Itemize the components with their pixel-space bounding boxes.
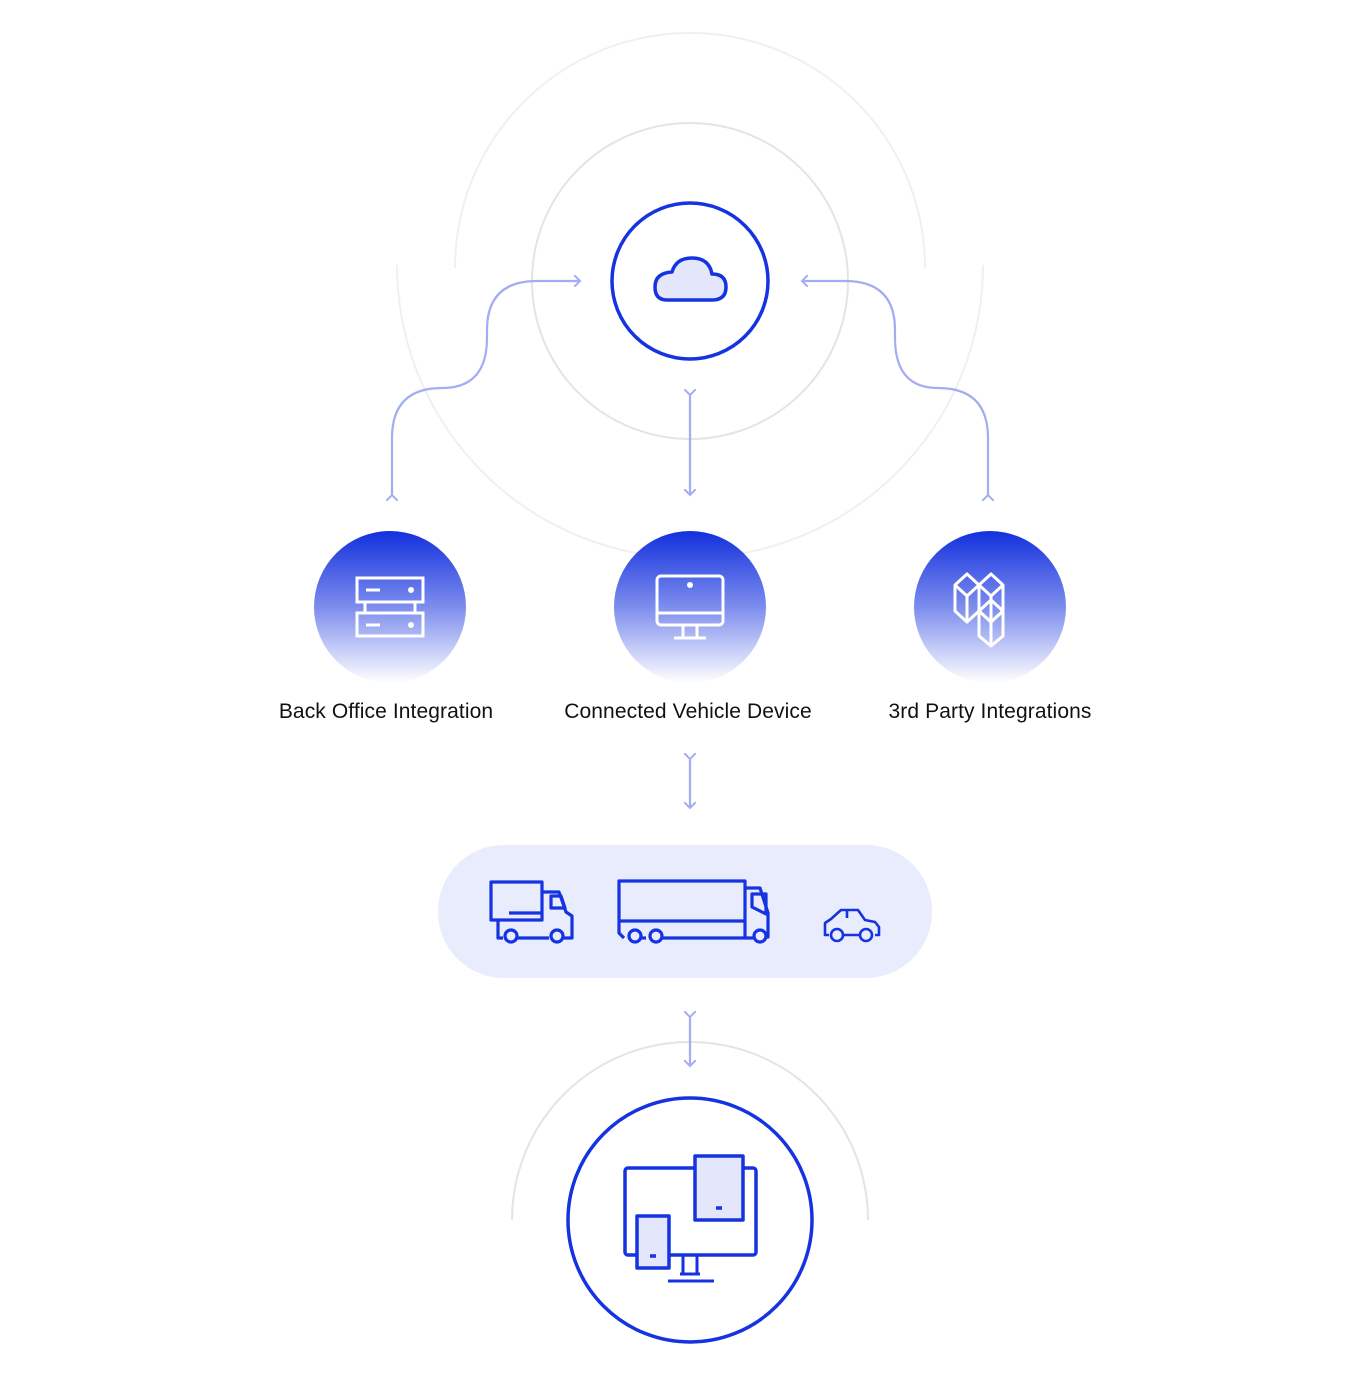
semi-truck-icon xyxy=(617,879,770,944)
third-party-node xyxy=(914,531,1066,683)
devices-node xyxy=(566,1096,814,1344)
arrow-cloud-backoffice xyxy=(392,281,580,495)
vehicle-device-label: Connected Vehicle Device xyxy=(564,700,812,723)
connector-arrows xyxy=(392,281,988,1066)
car-icon xyxy=(823,908,881,943)
arrow-cloud-thirdparty xyxy=(802,281,988,495)
back-office-node xyxy=(314,531,466,683)
outer-ring-top xyxy=(454,32,926,269)
box-truck-icon xyxy=(489,880,574,944)
third-party-label: 3rd Party Integrations xyxy=(888,700,1092,723)
cloud-node xyxy=(610,201,770,361)
back-office-label: Back Office Integration xyxy=(278,700,494,723)
cubes-icon xyxy=(953,572,1005,648)
cloud-icon xyxy=(653,256,728,302)
multi-device-icon xyxy=(623,1154,758,1283)
vehicles-group xyxy=(438,845,932,978)
vehicle-device-node xyxy=(614,531,766,683)
server-icon xyxy=(355,576,425,638)
monitor-icon xyxy=(655,574,725,640)
